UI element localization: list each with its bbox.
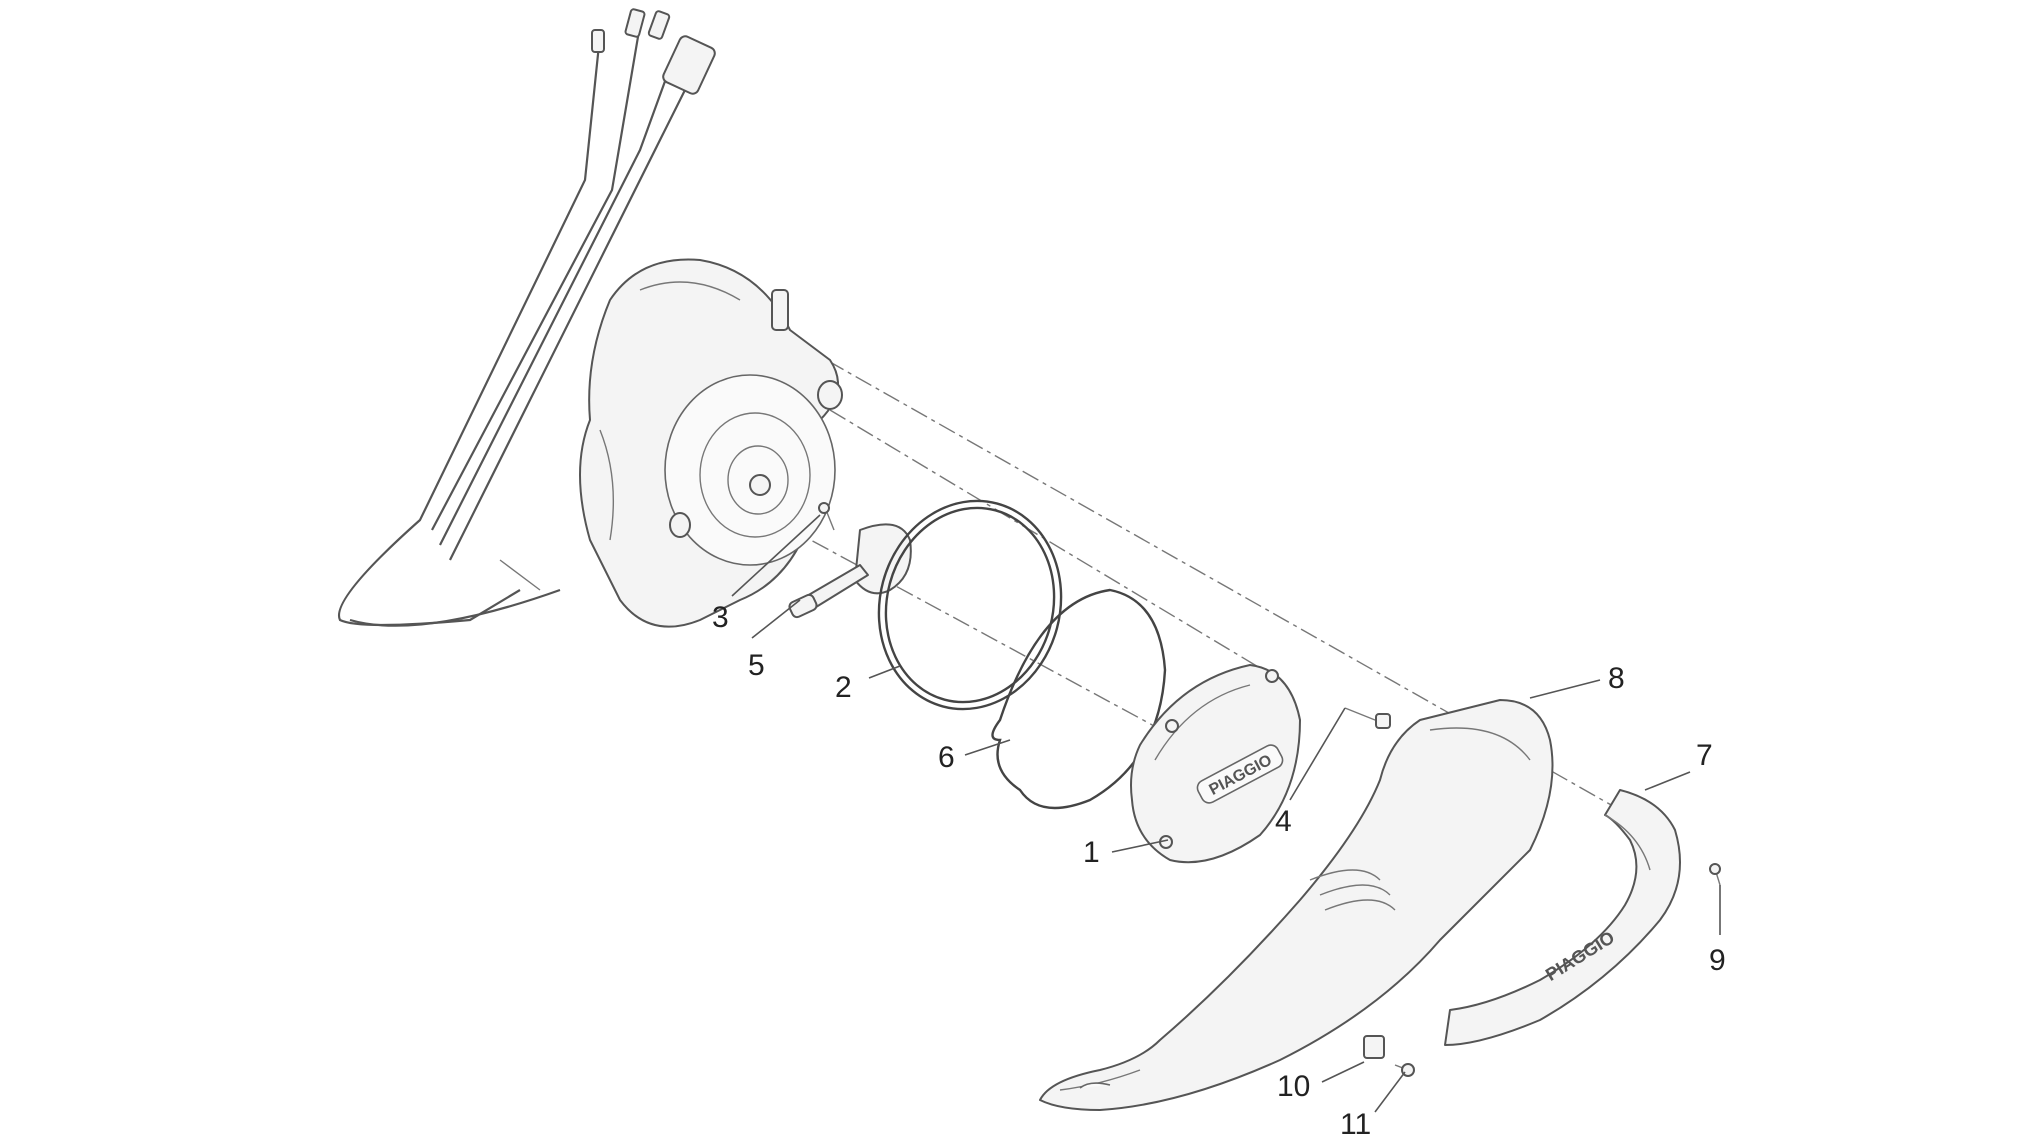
callouts: 3 5 2 6 1 4 8 7 9 10 11 bbox=[712, 601, 1726, 1137]
wire-terminal-icon bbox=[647, 10, 671, 40]
callout-6: 6 bbox=[938, 741, 955, 774]
engine-housing bbox=[579, 258, 843, 628]
clip-nut-part-10 bbox=[1363, 1035, 1385, 1059]
leader-lines bbox=[731, 514, 1721, 1113]
callout-4: 4 bbox=[1275, 805, 1292, 838]
callout-3: 3 bbox=[712, 601, 729, 634]
callout-1: 1 bbox=[1083, 836, 1100, 869]
wiring-harness bbox=[337, 8, 716, 627]
o-ring-part-2 bbox=[877, 499, 1063, 711]
callout-2: 2 bbox=[835, 671, 852, 704]
sensor-part-5 bbox=[788, 523, 912, 619]
screw-part-11 bbox=[1394, 1063, 1415, 1077]
wire-terminal-icon bbox=[591, 29, 605, 53]
callout-10: 10 bbox=[1277, 1070, 1310, 1103]
callout-11: 11 bbox=[1340, 1108, 1371, 1137]
bolt-part-4 bbox=[1344, 707, 1391, 729]
screw-part-3 bbox=[818, 502, 835, 531]
callout-7: 7 bbox=[1696, 739, 1713, 772]
wire-terminal-icon bbox=[624, 8, 646, 38]
callout-8: 8 bbox=[1608, 662, 1625, 695]
grommet-spring-icon bbox=[499, 559, 541, 591]
flywheel-cover-part-1: PIAGGIO bbox=[1130, 664, 1301, 864]
side-fairing-part-8 bbox=[1039, 699, 1554, 1111]
wire-connector-icon bbox=[662, 35, 716, 95]
screw-part-9 bbox=[1709, 863, 1721, 886]
callout-5: 5 bbox=[748, 649, 765, 682]
callout-9: 9 bbox=[1709, 944, 1726, 977]
flywheel-icon bbox=[664, 374, 836, 566]
